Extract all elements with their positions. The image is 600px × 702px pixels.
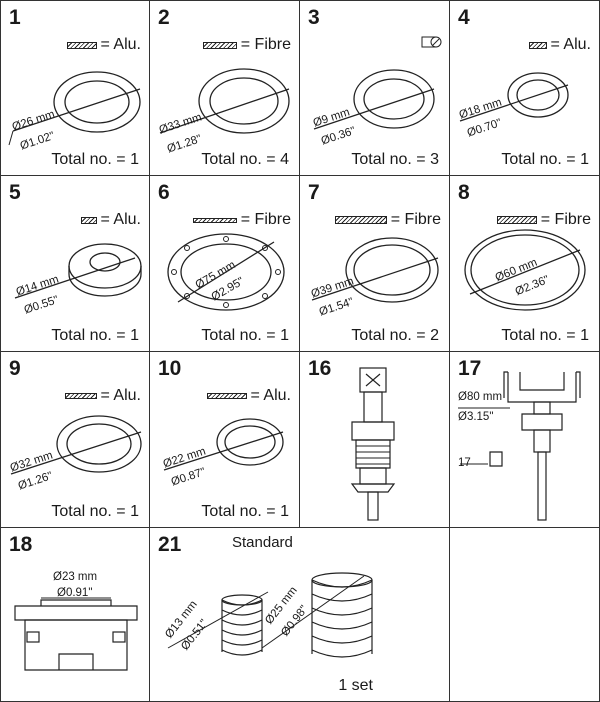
washer-drawing [313,36,442,130]
material-legend: = Alu. [528,36,591,54]
diameter-mm: Ø23 mm [53,571,98,583]
part-number: 9 [9,357,21,380]
part-number: 1 [9,6,21,29]
diameter-mm: Ø80 mm [458,391,503,403]
material-legend: = Alu. [206,387,291,405]
washer-drawing [459,72,569,122]
part-number: 18 [9,533,33,556]
total-count: Total no. = 1 [51,503,139,520]
total-count: Total no. = 1 [501,327,589,344]
part-number: 7 [308,181,320,204]
part-number: 10 [158,357,182,380]
total-count: Total no. = 1 [201,327,289,344]
total-count: Total no. = 4 [201,151,289,168]
springs-drawing [167,572,373,658]
material-label: = Alu. [100,211,141,228]
material-legend: = Alu. [80,211,141,229]
material-legend: = Fibre [496,211,591,229]
part-6-cell: 6 = Fibre Ø75 mm Ø2.95" Total no. = 1 [150,176,300,352]
washer-drawing [8,71,141,146]
part-16-cell: 16 [300,352,450,528]
part-number: 6 [158,181,170,204]
part-8-cell: 8 = Fibre Ø60 mm Ø2.36" Total no. = 1 [450,176,600,352]
material-legend: = Alu. [66,36,141,54]
part-9-cell: 9 = Alu. Ø32 mm Ø1.26" Total no. = 1 [0,352,150,528]
empty-cell [450,528,600,702]
hatch-symbol [80,216,97,224]
part-4-cell: 4 = Alu. Ø18 mm Ø0.70" Total no. = 1 [450,0,600,176]
hatch-symbol [334,216,387,224]
material-label: = Alu. [100,36,141,53]
standard-label: Standard [232,534,293,551]
gasket-drawing [167,233,285,311]
part-21-cell: 21 Standard Ø13 mm Ø0.51" Ø25 mm Ø0.98" … [150,528,450,702]
material-legend: = Fibre [192,211,291,229]
washer-drawing [311,237,439,303]
material-label: = Fibre [240,211,291,228]
part-number: 17 [458,357,482,380]
washer-drawing [163,418,284,471]
part-10-cell: 10 = Alu. Ø22 mm Ø0.87" Total no. = 1 [150,352,300,528]
washer-drawing [464,229,586,311]
part-number: 21 [158,533,182,556]
hatch-symbol [528,41,547,49]
material-label: = Alu. [550,36,591,53]
part-number: 5 [9,181,21,204]
part-17-cell: 17 Ø80 mm Ø3.15" 17 [450,352,600,528]
total-count: Total no. = 1 [501,151,589,168]
part-number: 16 [308,357,332,380]
washer-drawing [10,415,142,475]
material-label: = Fibre [540,211,591,228]
hatch-symbol [206,393,247,399]
pilot-valve-drawing [350,367,396,521]
cross-section-symbol [421,36,442,48]
material-label: = Alu. [250,387,291,404]
material-label: = Fibre [390,211,441,228]
total-count: Total no. = 2 [351,327,439,344]
seat-drawing [14,597,138,671]
hatch-symbol [202,41,237,49]
diameter-in: Ø3.15" [458,411,494,423]
part-2-cell: 2 = Fibre Ø33 mm Ø1.28" Total no. = 4 [150,0,300,176]
total-count: Total no. = 3 [351,151,439,168]
part-7-cell: 7 = Fibre Ø39 mm Ø1.54" Total no. = 2 [300,176,450,352]
washer-drawing [159,68,290,134]
part-1-cell: 1 = Alu. Ø26 mm Ø1.02" Total no. = 1 [0,0,150,176]
total-count: Total no. = 1 [51,327,139,344]
part-5-cell: 5 = Alu. Ø14 mm Ø0.55" Total no. = 1 [0,176,150,352]
part-18-cell: 18 Ø23 mm Ø0.91" [0,528,150,702]
material-legend: = Fibre [202,36,291,54]
hatch-symbol [66,41,97,49]
material-legend: = Fibre [334,211,441,229]
total-count: Total no. = 1 [51,151,139,168]
part-3-cell: 3 Ø9 mm Ø0.36" Total no. = 3 [300,0,450,176]
material-label: = Fibre [240,36,291,53]
part-number: 3 [308,6,320,29]
total-count: 1 set [338,677,373,694]
piston-assembly-drawing [458,371,581,521]
hatch-symbol [64,393,97,399]
material-legend: = Alu. [64,387,141,405]
part-number: 8 [458,181,470,204]
washer-drawing [14,243,142,299]
hatch-symbol [192,217,237,223]
material-label: = Alu. [100,387,141,404]
hatch-symbol [496,216,537,224]
total-count: Total no. = 1 [201,503,289,520]
diameter-in: Ø0.91" [57,587,93,599]
part-number: 4 [458,6,470,29]
part-number: 2 [158,6,170,29]
callout-label: 17 [458,457,471,469]
